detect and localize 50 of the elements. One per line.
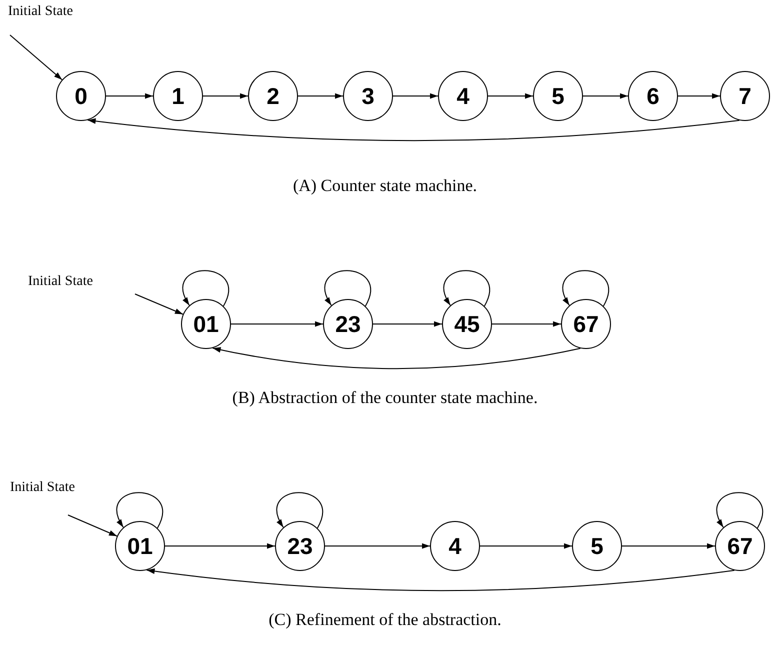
- transition-arrow: [582, 93, 628, 99]
- state-circle: 45: [442, 299, 492, 349]
- state-circle: 2: [248, 71, 298, 121]
- state-circle: 4: [430, 521, 480, 571]
- self-loop-arrow: [716, 492, 763, 529]
- transition-arrow: [134, 294, 184, 315]
- transition-arrow: [622, 543, 716, 549]
- state-circle: 7: [720, 71, 770, 121]
- transition-arrow: [392, 93, 438, 99]
- state-circle: 4: [438, 71, 488, 121]
- transition-arrow: [324, 543, 430, 549]
- transition-arrow: [372, 321, 442, 327]
- self-loop-arrow: [276, 492, 323, 529]
- transition-arrow: [480, 543, 572, 549]
- state-circle: 67: [715, 521, 765, 571]
- state-circle: 5: [572, 521, 622, 571]
- transition-arrow: [164, 543, 276, 549]
- state-circle: 01: [181, 299, 231, 349]
- self-loop-arrow: [182, 270, 229, 307]
- figure-caption: (C) Refinement of the abstraction.: [268, 610, 502, 630]
- transition-arrow: [146, 568, 735, 592]
- state-circle: 6: [628, 71, 678, 121]
- state-circle: 5: [533, 71, 583, 121]
- figure-caption: (A) Counter state machine.: [292, 176, 478, 196]
- self-loop-arrow: [116, 492, 163, 529]
- self-loop-arrow: [324, 270, 371, 307]
- initial-state-label: Initial State: [8, 4, 73, 20]
- self-loop-arrow: [562, 270, 609, 307]
- transition-arrow: [10, 34, 63, 80]
- transition-arrow: [298, 93, 344, 99]
- transition-arrow: [87, 118, 740, 142]
- figure-caption: (B) Abstraction of the counter state machine.: [232, 388, 538, 408]
- transition-arrow: [492, 321, 562, 327]
- transition-arrow: [678, 93, 720, 99]
- transition-arrow: [230, 321, 324, 327]
- state-circle: 0: [56, 71, 106, 121]
- state-circle: 67: [561, 299, 611, 349]
- state-circle: 23: [323, 299, 373, 349]
- transition-arrow: [212, 346, 581, 370]
- state-circle: 23: [275, 521, 325, 571]
- transition-arrow: [106, 93, 154, 99]
- state-circle: 01: [115, 521, 165, 571]
- transition-arrow: [68, 514, 118, 537]
- state-circle: 1: [153, 71, 203, 121]
- initial-state-label: Initial State: [10, 480, 75, 496]
- state-circle: 3: [343, 71, 393, 121]
- transition-arrow: [202, 93, 248, 99]
- transition-arrow: [488, 93, 534, 99]
- self-loop-arrow: [443, 270, 490, 307]
- initial-state-label: Initial State: [28, 274, 93, 290]
